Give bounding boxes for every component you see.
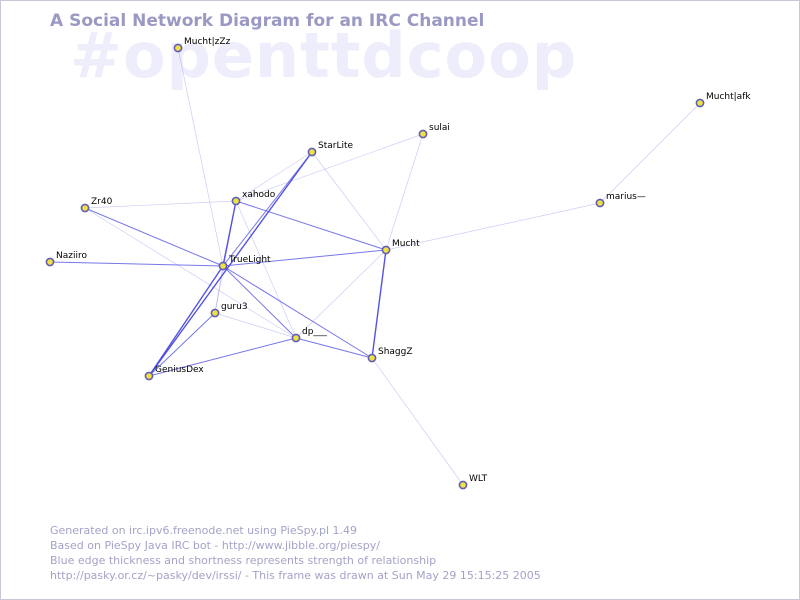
node-sulai: sulai (418, 123, 450, 139)
node-TrueLight: TrueLight (218, 255, 271, 271)
edge-sulai-xahodo (235, 133, 424, 202)
node-xahodo: xahodo (231, 190, 276, 206)
footer-line-generated: Generated on irc.ipv6.freenode.net using… (50, 524, 358, 537)
node-marker (218, 261, 228, 271)
edge-Muchtafk-marius (599, 102, 701, 204)
edge-StarLite-Mucht (311, 151, 387, 251)
footer: Generated on irc.ipv6.freenode.net using… (50, 523, 541, 583)
node-label: GeniusDex (155, 365, 204, 375)
node-label: Mucht|zZz (184, 37, 231, 47)
node-dp: dp___ (291, 327, 327, 343)
node-marker (458, 480, 468, 490)
node-marker (144, 371, 154, 381)
diagram-title: A Social Network Diagram for an IRC Chan… (50, 11, 485, 31)
node-Zr40: Zr40 (80, 197, 113, 213)
node-label: sulai (429, 123, 450, 133)
edge-TrueLight-GeniusDex (148, 265, 224, 377)
node-marker (80, 203, 90, 213)
node-marker (307, 147, 317, 157)
edge-xahodo-TrueLight (222, 200, 237, 267)
node-guru3: guru3 (210, 302, 248, 318)
node-label: ShaggZ (378, 347, 413, 357)
node-marker (210, 308, 220, 318)
edge-xahodo-Zr40 (84, 200, 237, 209)
node-label: xahodo (242, 190, 276, 200)
edge-Naziiro-TrueLight (49, 261, 224, 267)
edge-StarLite-GeniusDex (148, 151, 313, 377)
node-Naziiro: Naziiro (45, 251, 87, 267)
node-MuchtzZz: Mucht|zZz (173, 37, 231, 53)
node-label: guru3 (221, 302, 248, 312)
edge-sulai-Mucht (385, 133, 424, 251)
footer-line-timestamp: http://pasky.or.cz/~pasky/dev/irssi/ - T… (50, 569, 541, 582)
edge-ShaggZ-WLT (371, 357, 464, 486)
node-marius: marius— (595, 192, 646, 208)
node-ShaggZ: ShaggZ (367, 347, 413, 363)
node-StarLite: StarLite (307, 141, 354, 157)
edge-TrueLight-Mucht (222, 249, 387, 267)
footer-line-legend: Blue edge thickness and shortness repres… (50, 554, 437, 567)
node-Muchtafk: Mucht|afk (695, 92, 751, 108)
node-Mucht: Mucht (381, 239, 420, 255)
node-label: Naziiro (56, 251, 87, 261)
channel-watermark: #openttdcoop (70, 19, 578, 92)
node-marker (418, 129, 428, 139)
edge-Zr40-dp (84, 207, 297, 339)
edge-marius-Mucht (385, 202, 601, 251)
edge-MuchtzZz-TrueLight (177, 47, 224, 267)
node-WLT: WLT (458, 474, 488, 490)
edge-xahodo-guru3 (214, 200, 237, 314)
edge-TrueLight-guru3 (214, 265, 224, 314)
edge-dp-GeniusDex (148, 337, 297, 377)
edge-dp-ShaggZ (295, 337, 373, 359)
edge-StarLite-xahodo (235, 151, 313, 202)
edge-layer (49, 47, 701, 486)
node-label: TrueLight (228, 255, 271, 265)
node-marker (231, 196, 241, 206)
node-label: WLT (469, 474, 488, 484)
edge-dp-Mucht (295, 249, 387, 339)
node-label: marius— (606, 192, 646, 202)
node-marker (291, 333, 301, 343)
edge-xahodo-Mucht (235, 200, 387, 251)
edge-StarLite-TrueLight (222, 151, 313, 267)
node-label: Zr40 (91, 197, 113, 207)
footer-line-based-on: Based on PieSpy Java IRC bot - http://ww… (50, 539, 380, 552)
node-label: Mucht (392, 239, 420, 249)
edge-TrueLight-dp (222, 265, 297, 339)
node-label: dp___ (302, 327, 327, 337)
edge-Zr40-TrueLight (84, 207, 224, 267)
node-marker (173, 43, 183, 53)
edge-xahodo-dp (235, 200, 297, 339)
node-label: Mucht|afk (706, 92, 751, 102)
edge-guru3-GeniusDex (148, 312, 216, 377)
edge-guru3-dp (214, 312, 297, 339)
node-marker (595, 198, 605, 208)
node-marker (695, 98, 705, 108)
node-label: StarLite (318, 141, 354, 151)
node-marker (367, 353, 377, 363)
node-GeniusDex: GeniusDex (144, 365, 204, 381)
node-marker (45, 257, 55, 267)
edge-TrueLight-ShaggZ (222, 265, 373, 359)
node-marker (381, 245, 391, 255)
edge-Mucht-ShaggZ (371, 249, 387, 359)
